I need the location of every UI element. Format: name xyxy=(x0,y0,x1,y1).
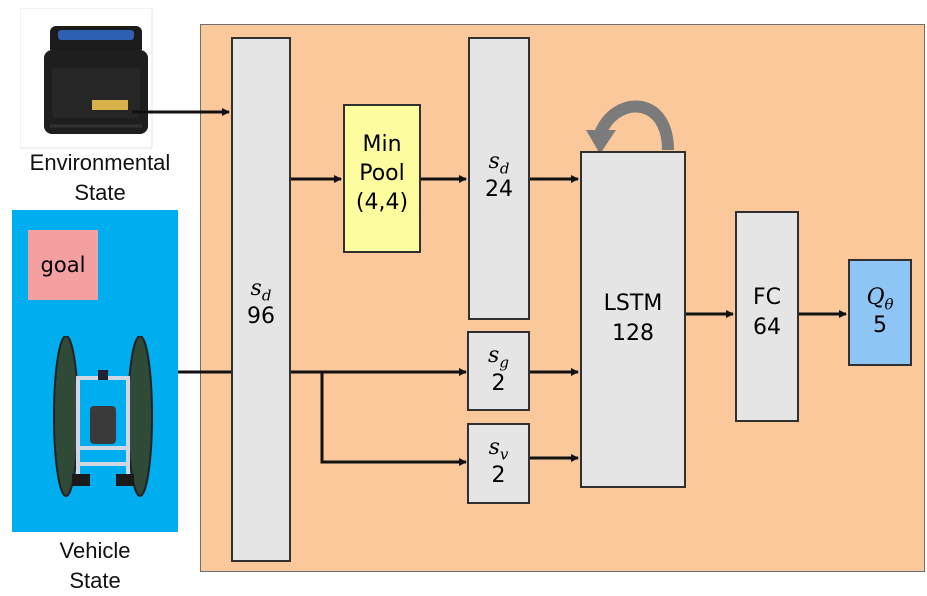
sd24-symbol: sd xyxy=(489,149,510,174)
fc-block: FC 64 xyxy=(735,211,799,422)
minpool-line2: Pool xyxy=(345,159,419,188)
recurrent-loop-arrow-icon xyxy=(586,106,668,154)
sv2-block: sv 2 xyxy=(467,423,530,504)
q-block: Qθ 5 xyxy=(848,259,912,366)
sg2-symbol: sg xyxy=(488,343,509,368)
sv2-value: 2 xyxy=(492,463,506,488)
lstm-line2: 128 xyxy=(582,319,684,349)
fc-line1: FC xyxy=(737,283,797,313)
minpool-line3: (4,4) xyxy=(345,188,419,217)
sv2-symbol: sv xyxy=(489,435,509,460)
sd96-block: sd 96 xyxy=(231,37,291,562)
fc-line2: 64 xyxy=(737,313,797,343)
q-symbol: Qθ xyxy=(866,285,893,310)
lstm-line1: LSTM xyxy=(582,289,684,319)
sd96-symbol: sd xyxy=(251,276,272,301)
arrow-sd96-to-sv xyxy=(322,372,466,462)
minpool-line1: Min xyxy=(345,130,419,159)
sg2-value: 2 xyxy=(492,371,506,396)
sd24-value: 24 xyxy=(485,177,513,202)
lstm-block: LSTM 128 xyxy=(580,151,686,488)
sg2-block: sg 2 xyxy=(467,331,530,411)
minpool-block: Min Pool (4,4) xyxy=(343,104,421,253)
sd24-block: sd 24 xyxy=(468,37,530,320)
sd96-value: 96 xyxy=(247,304,275,329)
q-value: 5 xyxy=(873,313,887,338)
